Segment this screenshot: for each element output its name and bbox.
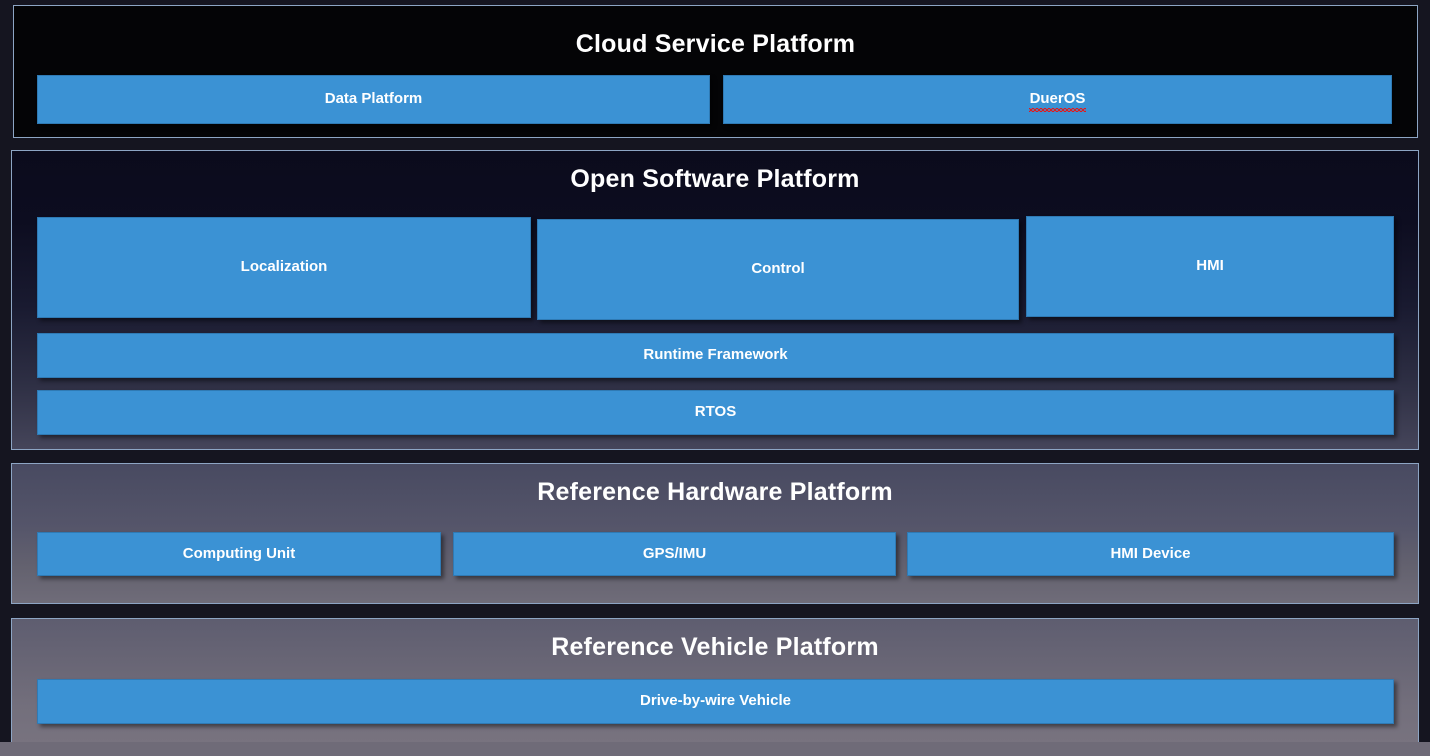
box-label-data-platform: Data Platform	[324, 90, 423, 108]
box-data-platform[interactable]: Data Platform	[37, 75, 710, 124]
box-localization[interactable]: Localization	[37, 217, 531, 318]
section-open-software-platform: Open Software Platform Localization Cont…	[11, 150, 1419, 450]
box-label-gps-imu: GPS/IMU	[642, 544, 707, 562]
box-label-dueros: DuerOS	[1028, 90, 1087, 112]
section-title-open-software-platform: Open Software Platform	[570, 165, 860, 193]
box-rtos[interactable]: RTOS	[37, 390, 1394, 435]
box-control[interactable]: Control	[537, 219, 1019, 320]
box-label-rtos: RTOS	[694, 403, 737, 421]
box-label-runtime-framework: Runtime Framework	[643, 346, 788, 364]
box-label-drive-by-wire-vehicle: Drive-by-wire Vehicle	[640, 692, 791, 710]
box-label-hmi-device: HMI Device	[1110, 544, 1191, 562]
section-title-reference-hardware-platform: Reference Hardware Platform	[537, 478, 893, 506]
box-dueros[interactable]: DuerOS	[723, 75, 1392, 124]
box-computing-unit[interactable]: Computing Unit	[37, 532, 441, 576]
box-runtime-framework[interactable]: Runtime Framework	[37, 333, 1394, 378]
section-reference-vehicle-platform: Reference Vehicle Platform Drive-by-wire…	[11, 618, 1419, 745]
box-gps-imu[interactable]: GPS/IMU	[453, 532, 896, 576]
box-hmi-device[interactable]: HMI Device	[907, 532, 1394, 576]
box-label-hmi: HMI	[1196, 257, 1224, 275]
box-hmi[interactable]: HMI	[1026, 216, 1394, 317]
box-label-computing-unit: Computing Unit	[182, 544, 296, 562]
box-drive-by-wire-vehicle[interactable]: Drive-by-wire Vehicle	[37, 679, 1394, 724]
box-label-localization: Localization	[240, 258, 328, 276]
box-label-control: Control	[751, 260, 805, 278]
bottom-backdrop-strip	[0, 742, 1430, 756]
section-reference-hardware-platform: Reference Hardware Platform Computing Un…	[11, 463, 1419, 604]
section-cloud-service-platform: Cloud Service Platform Data Platform Due…	[13, 5, 1418, 138]
section-title-reference-vehicle-platform: Reference Vehicle Platform	[551, 633, 879, 661]
section-title-cloud-service-platform: Cloud Service Platform	[575, 30, 856, 58]
